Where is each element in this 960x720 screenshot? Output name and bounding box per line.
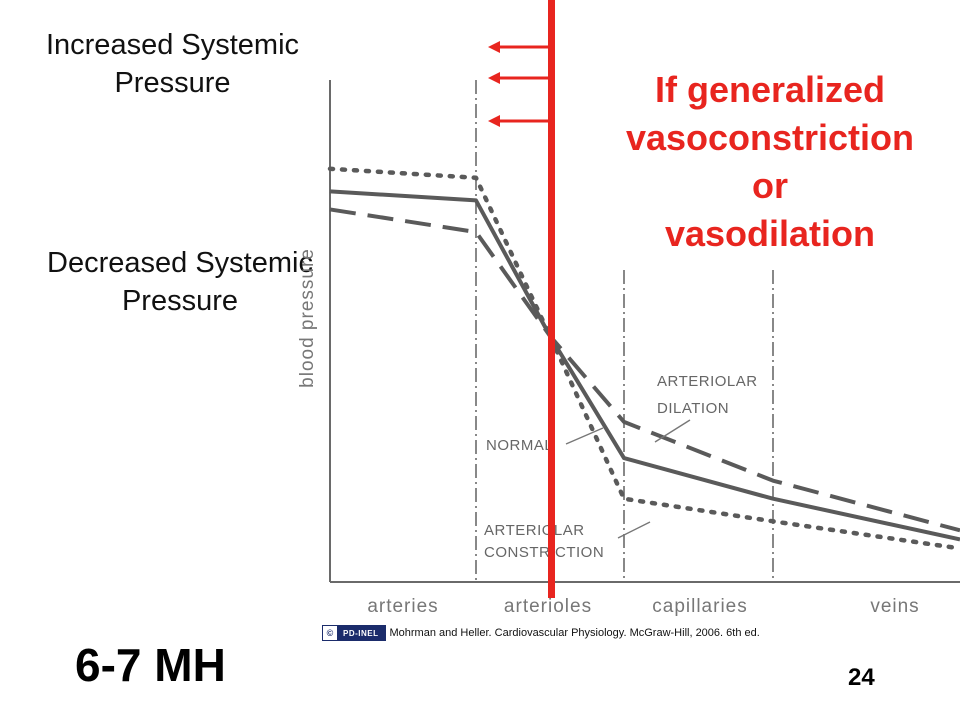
annotation-dilation-leader [654,419,691,443]
red-arrow-head [488,72,500,84]
annotation-normal: NORMAL [486,437,553,454]
series-line-arteriolar-constriction [327,166,960,551]
decreased-pressure-line-1: Decreased Systemic [47,247,313,279]
annotation-constriction-leader [617,521,651,539]
x-tick-label: veins [870,596,919,617]
x-tick-label: arterioles [504,596,592,617]
increased-pressure-line-1: Increased Systemic [45,29,300,61]
license-badge-text: PD-INEL [337,626,385,640]
red-title-line-4: vasodilation [664,213,876,254]
annotation-normal-leader [565,427,604,445]
series-line-normal [329,189,960,542]
increased-pressure-line-2: Pressure [114,67,231,99]
x-tick-label: capillaries [652,596,747,617]
citation-row: © PD-INEL Mohrman and Heller. Cardiovasc… [322,625,760,641]
red-title-line-3: or [752,165,788,206]
vasoconstriction-vasodilation-title: If generalized vasoconstriction or vasod… [580,66,960,258]
red-arrow-head [488,115,500,127]
x-tick-label: arteries [367,596,438,617]
page-number: 24 [848,664,875,691]
red-arrow-head [488,41,500,53]
decreased-pressure-label: Decreased Systemic Pressure [0,244,360,320]
annotation-dilation-line-1: ARTERIOLAR [657,373,758,390]
decreased-pressure-line-2: Pressure [121,285,239,317]
citation-text: Mohrman and Heller. Cardiovascular Physi… [389,627,760,639]
series-line-arteriolar-dilation [329,207,960,533]
annotation-constriction-line-1: ARTERIOLAR [484,522,585,539]
annotation-constriction-line-2: CONSTRICTION [484,544,604,561]
red-title-line-2: vasoconstriction [625,117,915,158]
annotation-dilation-line-2: DILATION [657,400,729,417]
red-divider-bar [548,0,555,598]
license-badge: © PD-INEL [322,625,386,641]
increased-pressure-label: Increased Systemic Pressure [0,26,345,102]
slide-code: 6-7 MH [75,639,226,691]
cc-icon: © [323,626,337,640]
red-title-line-1: If generalized [654,69,886,110]
y-axis-label: blood pressure [297,248,318,388]
